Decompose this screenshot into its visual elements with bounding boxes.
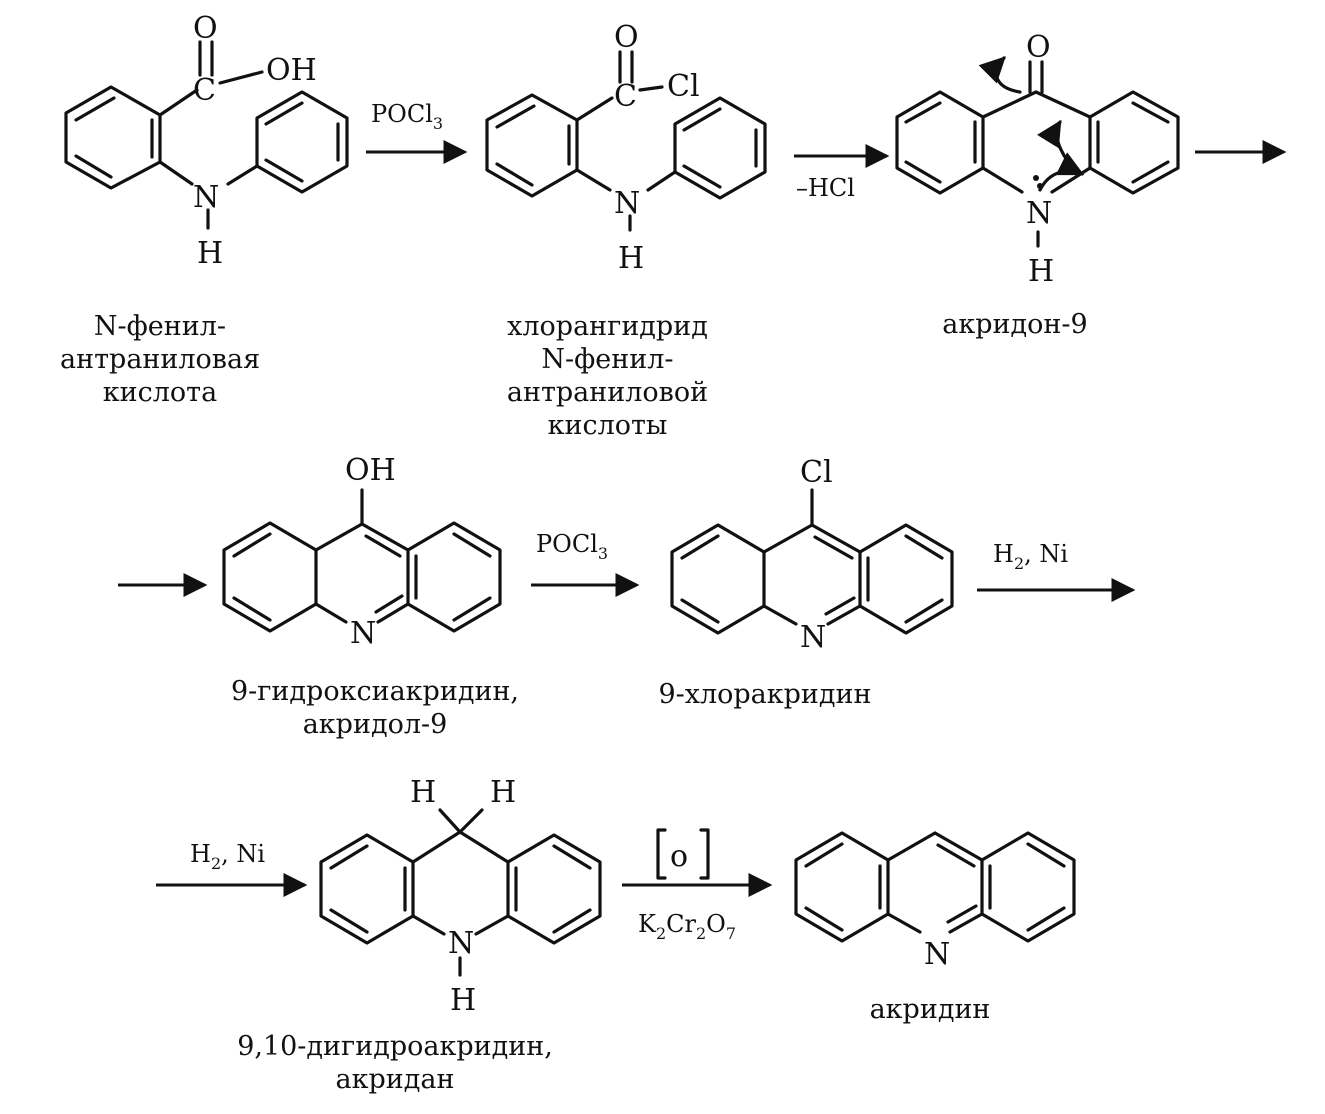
label-line: хлорангидрид <box>507 311 708 342</box>
atom-n: N <box>1026 196 1052 231</box>
svg-text:K2Cr2O7: K2Cr2O7 <box>638 910 736 943</box>
label-line: антраниловой <box>506 377 709 408</box>
label-acid-chloride: хлорангидрид N-фенил- антраниловой кисло… <box>500 310 715 442</box>
label-line: кислоты <box>547 410 668 441</box>
compound-acid-chloride: O C Cl N H <box>485 20 767 276</box>
arrow-pocl3-1: POCl3 <box>366 100 468 164</box>
atom-h: H <box>410 775 436 810</box>
atom-n: N <box>800 620 826 655</box>
atom-n: N <box>448 926 474 961</box>
compound-acridone: O N H <box>895 30 1180 289</box>
label-9-10-dihydroacridine: 9,10-дигидроакридин, акридан <box>225 1030 565 1096</box>
atom-cl: Cl <box>800 455 833 490</box>
svg-text:o: o <box>670 839 688 874</box>
atom-oh: OH <box>345 453 396 488</box>
atom-n: N <box>350 616 376 651</box>
atom-n: N <box>614 186 640 221</box>
label-line: акридон-9 <box>942 309 1088 340</box>
arrow-pocl3-2: POCl3 <box>531 530 640 597</box>
label-acridine: акридин <box>830 993 1030 1026</box>
atom-o: O <box>193 11 218 46</box>
atom-n: N <box>924 937 950 972</box>
label-line: 9-гидроксиакридин, <box>230 676 520 707</box>
svg-text:POCl3: POCl3 <box>536 530 608 563</box>
label-line: N-фенил- <box>541 344 674 375</box>
compound-9-10-dihydroacridine: H H N H <box>319 775 602 1018</box>
label-line: антраниловая <box>60 344 261 375</box>
atom-o: O <box>1026 30 1051 65</box>
atom-h: H <box>1028 254 1054 289</box>
svg-text:H2, Ni: H2, Ni <box>190 840 265 873</box>
atom-h: H <box>450 983 476 1018</box>
label-line: кислота <box>102 377 218 408</box>
atom-h: H <box>618 241 644 276</box>
svg-text:H2, Ni: H2, Ni <box>993 540 1068 573</box>
arrow-minus-hcl: –HCl <box>794 144 890 202</box>
atom-o: O <box>614 20 639 55</box>
atom-h: H <box>197 236 223 271</box>
svg-text:POCl3: POCl3 <box>371 100 443 133</box>
compound-acridine: N <box>794 831 1076 972</box>
compound-9-hydroxyacridine: OH N <box>222 453 502 651</box>
label-line: акридол-9 <box>302 709 448 740</box>
arrow-h2-ni-2: H2, Ni <box>156 840 308 897</box>
label-line: 9-хлоракридин <box>658 679 872 710</box>
label-acridone: акридон-9 <box>915 308 1115 341</box>
compound-n-phenylanthranilic-acid: O C OH N H <box>64 11 349 271</box>
atom-h: H <box>490 775 516 810</box>
atom-n: N <box>193 180 219 215</box>
atom-cl: Cl <box>667 69 700 104</box>
atom-c: C <box>614 79 637 114</box>
compound-9-chloroacridine: Cl N <box>670 455 954 655</box>
label-9-chloroacridine: 9-хлоракридин <box>645 678 885 711</box>
arrow-h2-ni-1: H2, Ni <box>977 540 1136 602</box>
label-line: акридин <box>869 994 991 1025</box>
arrow-oxidation: o K2Cr2O7 <box>622 828 773 943</box>
atom-c: C <box>193 73 216 108</box>
svg-text:–HCl: –HCl <box>796 174 855 202</box>
atom-oh: OH <box>266 53 317 88</box>
label-line: N-фенил- <box>93 311 227 342</box>
label-line: 9,10-дигидроакридин, <box>237 1031 553 1062</box>
label-9-hydroxyacridine: 9-гидроксиакридин, акридол-9 <box>230 675 520 741</box>
label-line: акридан <box>335 1064 455 1095</box>
label-n-phenylanthranilic-acid: N-фенил- антраниловая кислота <box>60 310 260 409</box>
